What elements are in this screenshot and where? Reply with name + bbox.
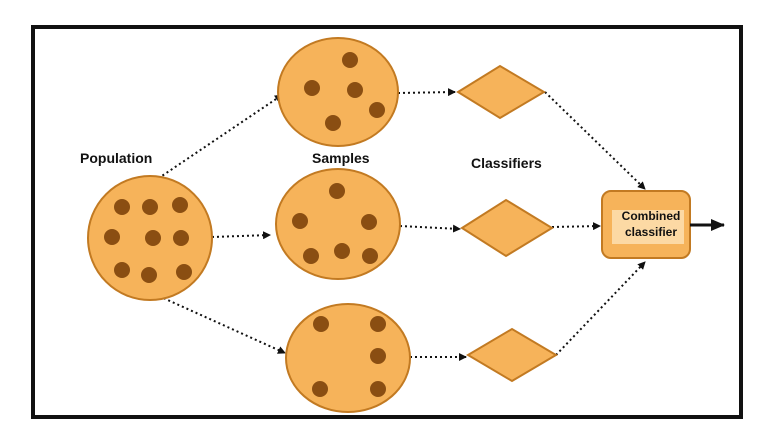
arrow-classifier-bottom-to-combined (555, 261, 646, 356)
classifiers-label: Classifiers (471, 155, 542, 171)
classifier-diamond-bottom (466, 327, 558, 383)
sample-circle-top (277, 37, 399, 147)
sample-circle-middle (275, 168, 401, 280)
population-label: Population (80, 150, 152, 166)
combined-label-line1: Combined (622, 209, 681, 223)
classifier-diamond-top (456, 64, 546, 120)
classifier-diamond-middle (460, 198, 554, 258)
population-dots (104, 197, 192, 283)
population-circle (87, 175, 213, 301)
arrow-classifier-top-to-combined (544, 91, 646, 190)
arrow-population-to-sample-top (149, 94, 283, 185)
connectors (149, 88, 646, 361)
combined-classifier-box: Combined classifier (601, 190, 691, 259)
combined-label-line2: classifier (625, 225, 677, 239)
arrow-sample-middle-to-classifier-middle (399, 224, 461, 233)
arrow-classifier-middle-to-combined (551, 222, 601, 231)
samples-label: Samples (312, 150, 370, 166)
sample-circle-bottom (285, 303, 411, 413)
